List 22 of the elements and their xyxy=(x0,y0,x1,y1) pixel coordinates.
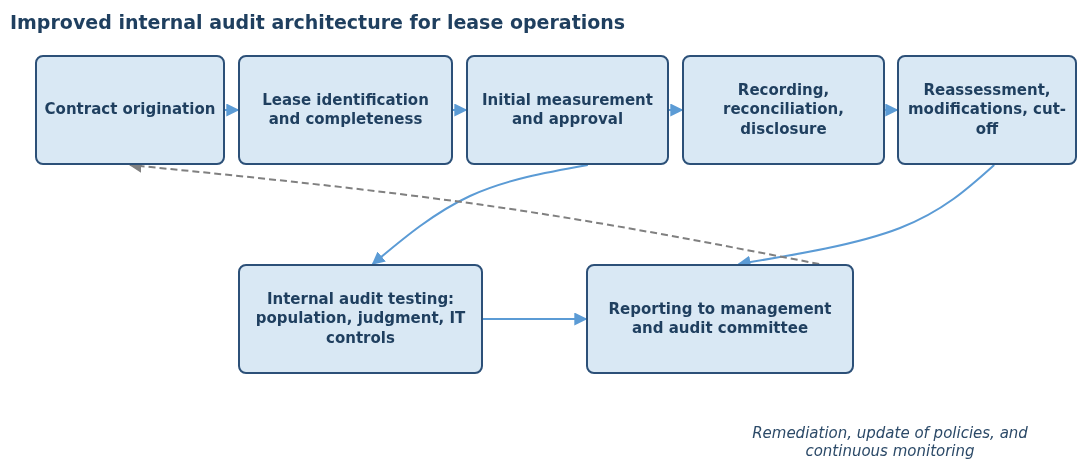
box-label: Lease identification and completeness xyxy=(261,90,430,130)
note-text: Remediation, update of policies, and continuous monitoring xyxy=(751,424,1029,460)
arrow xyxy=(452,103,468,117)
box-label: Reassessment, modifications, cut-off xyxy=(906,80,1068,140)
arrow xyxy=(482,312,588,326)
arrow xyxy=(371,164,589,265)
box-label: Recording, reconciliation, disclosure xyxy=(722,80,845,140)
arrow xyxy=(884,103,899,117)
process-box xyxy=(682,55,885,165)
box-label: Internal audit testing: population, judgment, IT controls xyxy=(254,289,467,349)
box-label: Reporting to management and audit committee xyxy=(607,299,833,339)
process-box xyxy=(586,264,854,374)
process-box xyxy=(466,55,669,165)
arrow xyxy=(668,103,684,117)
process-box xyxy=(897,55,1077,165)
box-label: Initial measurement and approval xyxy=(481,90,654,130)
arrow xyxy=(224,103,240,117)
diagram-title: Improved internal audit architecture for lease operations xyxy=(10,11,626,33)
process-box xyxy=(35,55,225,165)
process-box xyxy=(238,55,453,165)
box-label: Contract origination xyxy=(43,100,217,120)
process-box xyxy=(238,264,483,374)
